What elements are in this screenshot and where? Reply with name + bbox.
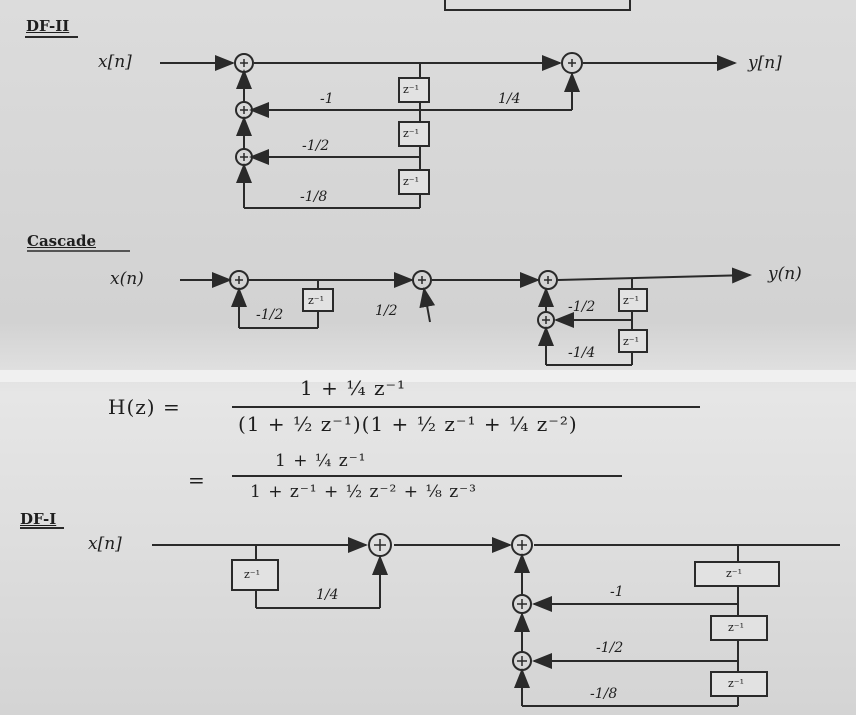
- cascade-delay-1-label: z⁻¹: [308, 295, 324, 306]
- prev-diagram-box: [445, 0, 630, 10]
- tf-equals: =: [188, 470, 206, 490]
- tf-denominator: (1 + ½ z⁻¹)(1 + ½ z⁻¹ + ¼ z⁻²): [238, 414, 578, 434]
- df2-gain-fb1: -1: [320, 92, 334, 106]
- tf-numerator-expanded: 1 + ¼ z⁻¹: [275, 453, 367, 470]
- df2-gain-ff1: 1/4: [498, 92, 521, 106]
- df1-delay-ff-label: z⁻¹: [244, 569, 260, 580]
- df1-delay-2-label: z⁻¹: [728, 622, 744, 633]
- section-title-cascade: Cascade: [27, 234, 96, 249]
- cascade-delay-2-label: z⁻¹: [623, 295, 639, 306]
- df1-gain-fb1: -1: [610, 585, 624, 599]
- df1-delay-3-label: z⁻¹: [728, 678, 744, 689]
- df1-delay-1-label: z⁻¹: [726, 568, 742, 579]
- cascade-gain-ff1: 1/2: [375, 304, 398, 318]
- cascade-gain-fb3: -1/4: [568, 346, 595, 360]
- cascade-gain-fb2: -1/2: [568, 300, 595, 314]
- tf-denominator-expanded: 1 + z⁻¹ + ½ z⁻² + ⅛ z⁻³: [250, 484, 477, 501]
- df2-output-label: y[n]: [748, 55, 782, 72]
- tf-lhs: H(z) =: [108, 397, 181, 417]
- df1-gain-ff: 1/4: [316, 588, 339, 602]
- cascade-input-label: x(n): [110, 271, 144, 288]
- df2-delay-3-label: z⁻¹: [403, 176, 419, 187]
- cascade-delay-3-label: z⁻¹: [623, 336, 639, 347]
- df1-gain-fb2: -1/2: [596, 641, 623, 655]
- df2-delay-2-label: z⁻¹: [403, 128, 419, 139]
- section-title-df1: DF-I: [20, 512, 56, 527]
- df1-input-label: x[n]: [88, 536, 122, 553]
- df2-input-label: x[n]: [98, 54, 132, 71]
- df2-gain-fb2: -1/2: [302, 139, 329, 153]
- df1-gain-fb3: -1/8: [590, 687, 617, 701]
- tf-numerator: 1 + ¼ z⁻¹: [300, 378, 406, 398]
- cascade-output-label: y(n): [768, 266, 802, 283]
- cascade-gain-fb1: -1/2: [256, 308, 283, 322]
- page-fold: [0, 370, 856, 382]
- section-title-df2: DF-II: [26, 19, 69, 34]
- df2-gain-fb3: -1/8: [300, 190, 327, 204]
- df2-diagram: [160, 53, 735, 208]
- df2-delay-1-label: z⁻¹: [403, 84, 419, 95]
